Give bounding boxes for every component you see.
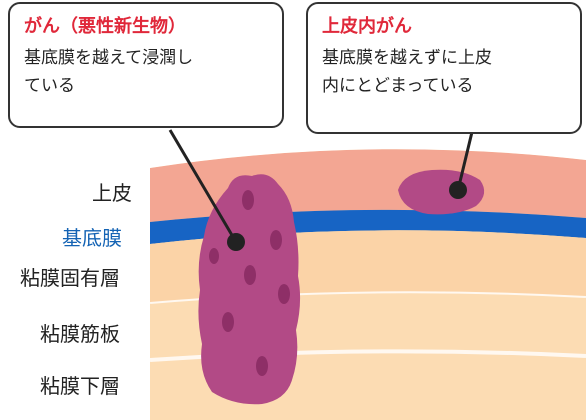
callout-cancer-body: 基底膜を越えて浸潤し ている xyxy=(24,48,194,96)
label-basement-membrane: 基底膜 xyxy=(62,226,122,250)
pointer-line-cancer xyxy=(168,129,238,243)
callout-intraepithelial-body: 基底膜を越えずに上皮 内にとどまっている xyxy=(322,48,492,96)
invasive-cancer-mass xyxy=(198,174,301,405)
callout-cancer-title: がん（悪性新生物） xyxy=(24,16,186,37)
callout-intraepithelial-title: 上皮内がん xyxy=(322,16,412,37)
intraepithelial-cancer-mass xyxy=(398,169,485,215)
label-muscularis-mucosae: 粘膜筋板 xyxy=(40,322,120,346)
pointer-line-intraepithelial xyxy=(456,131,474,191)
pointer-dot-intraepithelial xyxy=(449,181,467,199)
callout-intraepithelial: 上皮内がん 基底膜を越えずに上皮 内にとどまっている xyxy=(306,2,582,134)
label-submucosa: 粘膜下層 xyxy=(40,374,120,398)
label-lamina-propria: 粘膜固有層 xyxy=(20,266,120,290)
callout-cancer: がん（悪性新生物） 基底膜を越えて浸潤し ている xyxy=(8,2,284,128)
pointer-dot-cancer xyxy=(227,233,245,251)
label-epithelium: 上皮 xyxy=(92,181,132,205)
